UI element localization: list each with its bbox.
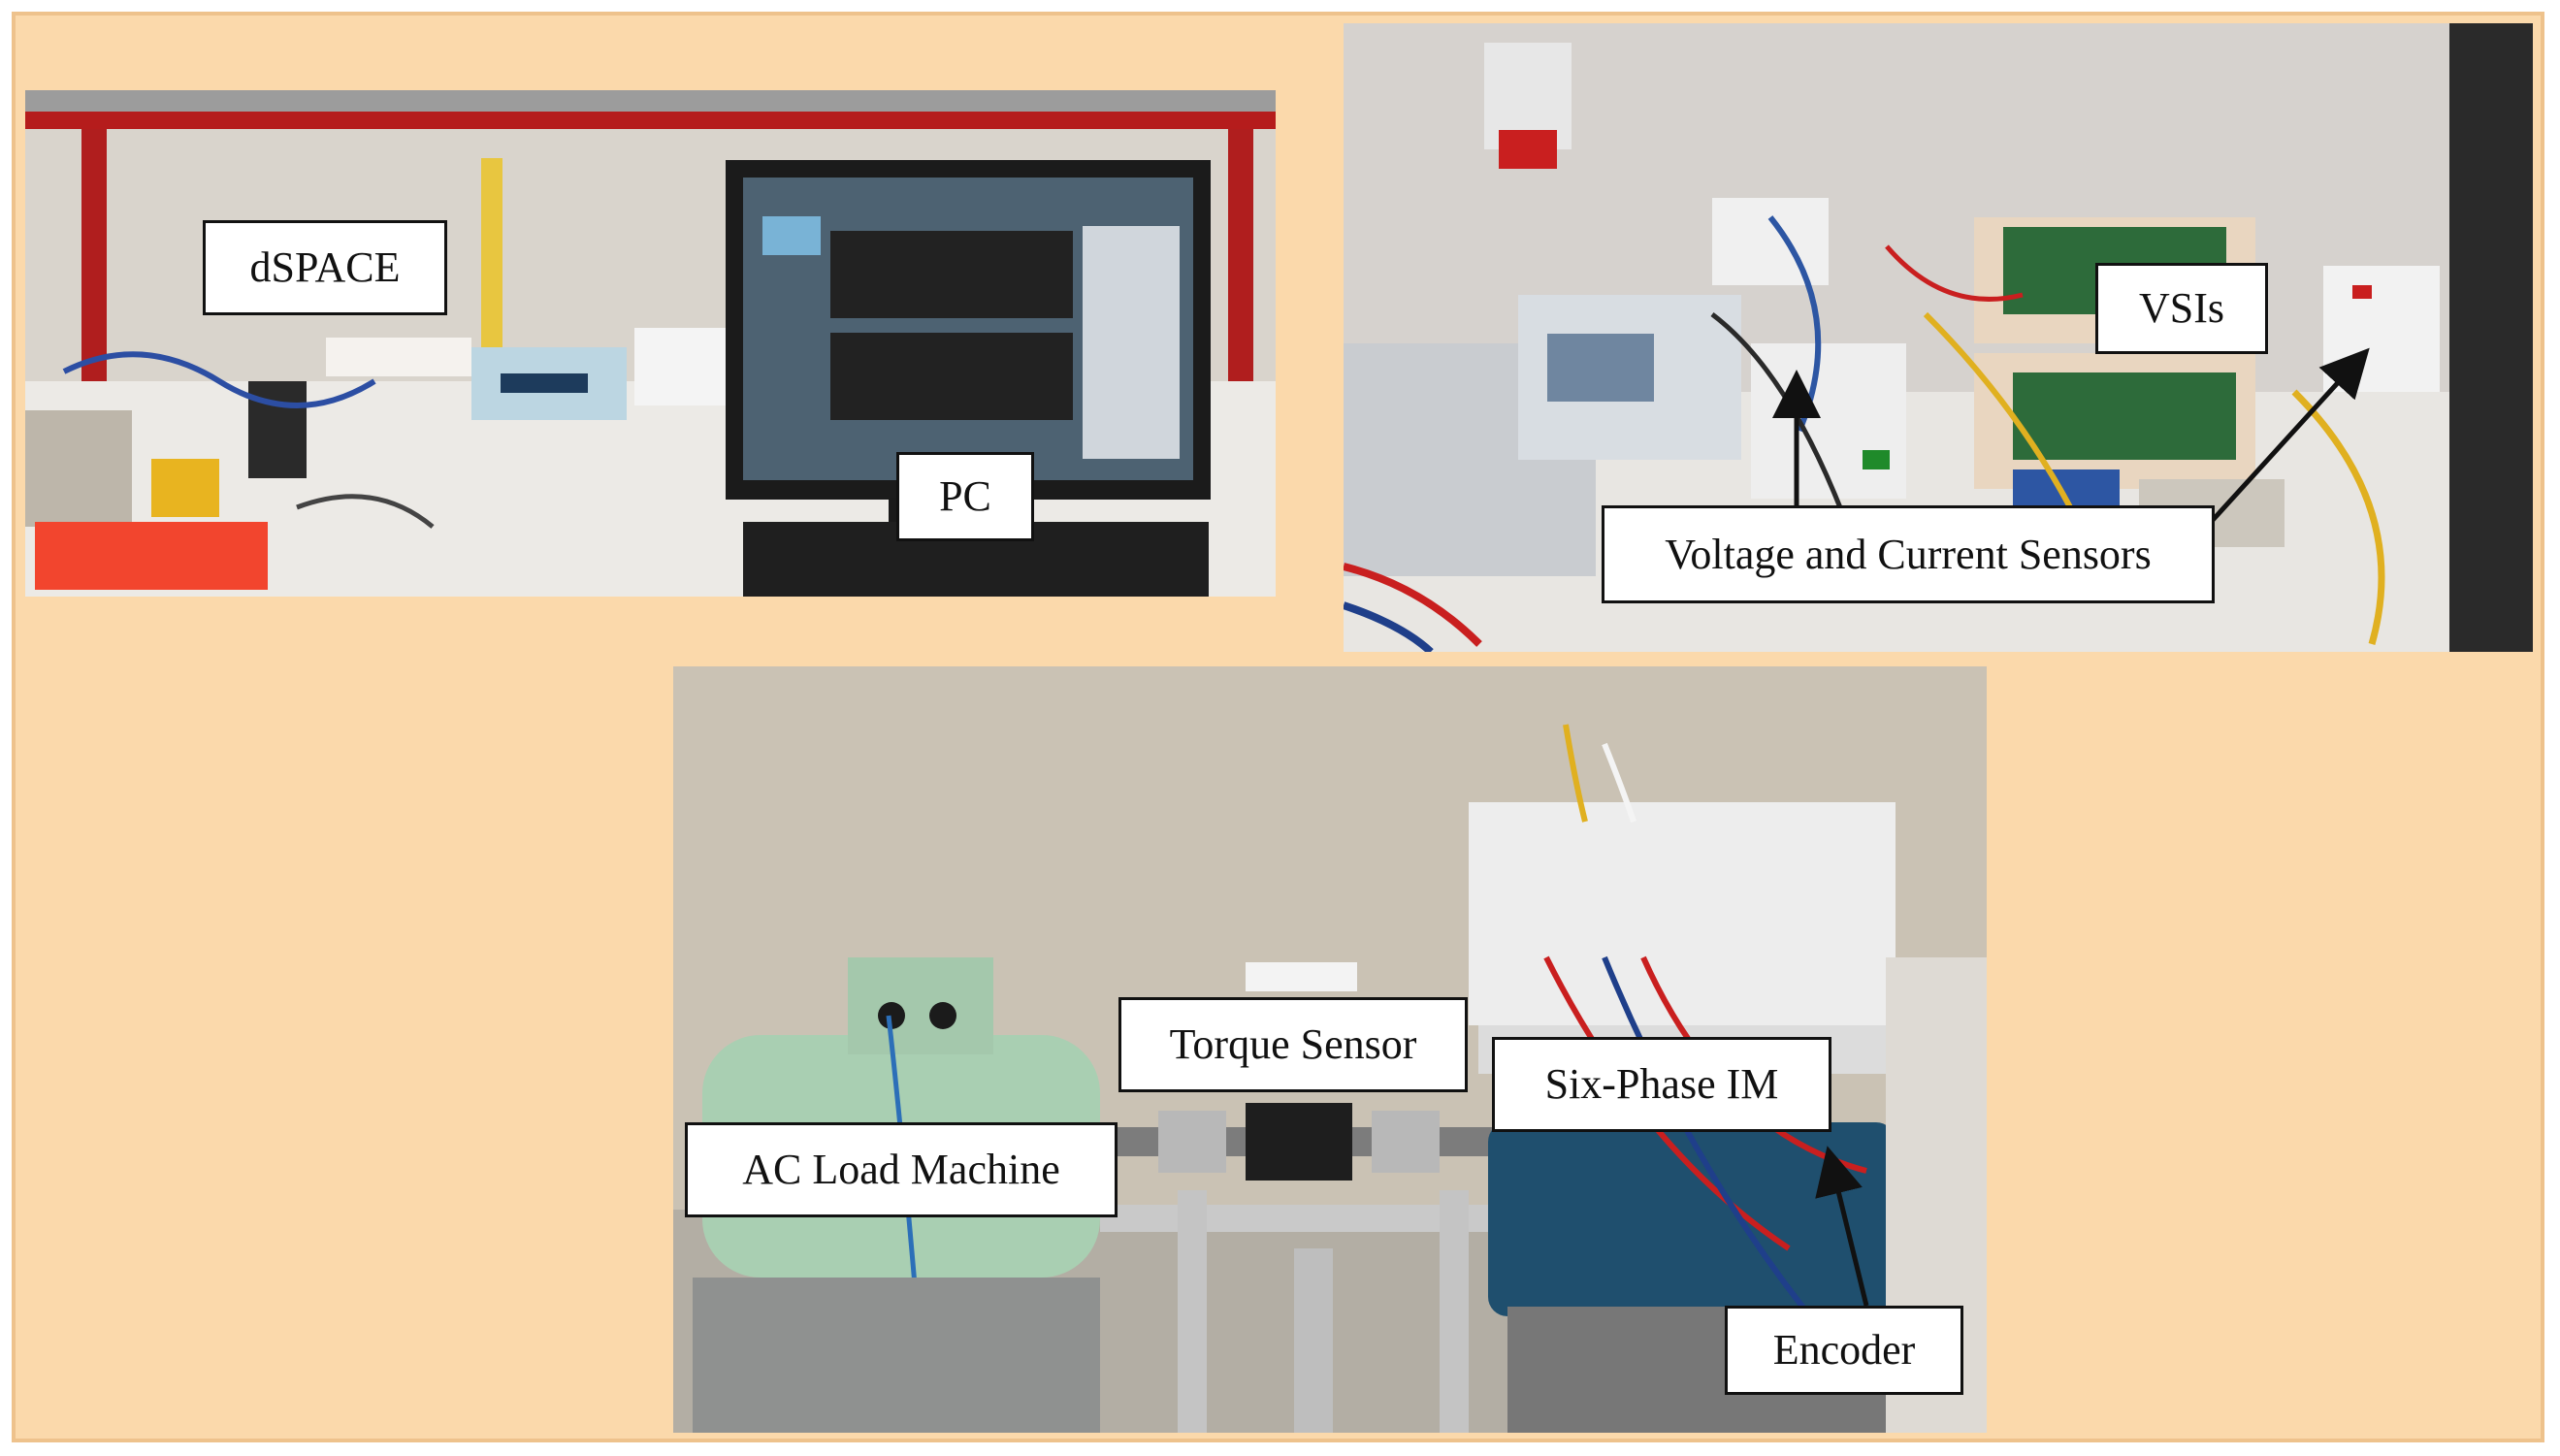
- label-pc: PC: [896, 452, 1034, 541]
- label-encoder: Encoder: [1725, 1306, 1963, 1395]
- label-ac-load-machine: AC Load Machine: [685, 1122, 1118, 1217]
- figure-panel: dSPACE PC VSIs Voltage and Current Senso…: [12, 12, 2544, 1442]
- photo-lab-bench-image: [25, 90, 1276, 597]
- label-vsis: VSIs: [2095, 263, 2268, 354]
- label-dspace: dSPACE: [203, 220, 447, 315]
- label-torque-sensor: Torque Sensor: [1118, 997, 1468, 1092]
- photo-lab-bench: [25, 90, 1276, 597]
- label-six-phase-im: Six-Phase IM: [1492, 1037, 1831, 1132]
- label-voltage-current-sensors: Voltage and Current Sensors: [1602, 505, 2215, 603]
